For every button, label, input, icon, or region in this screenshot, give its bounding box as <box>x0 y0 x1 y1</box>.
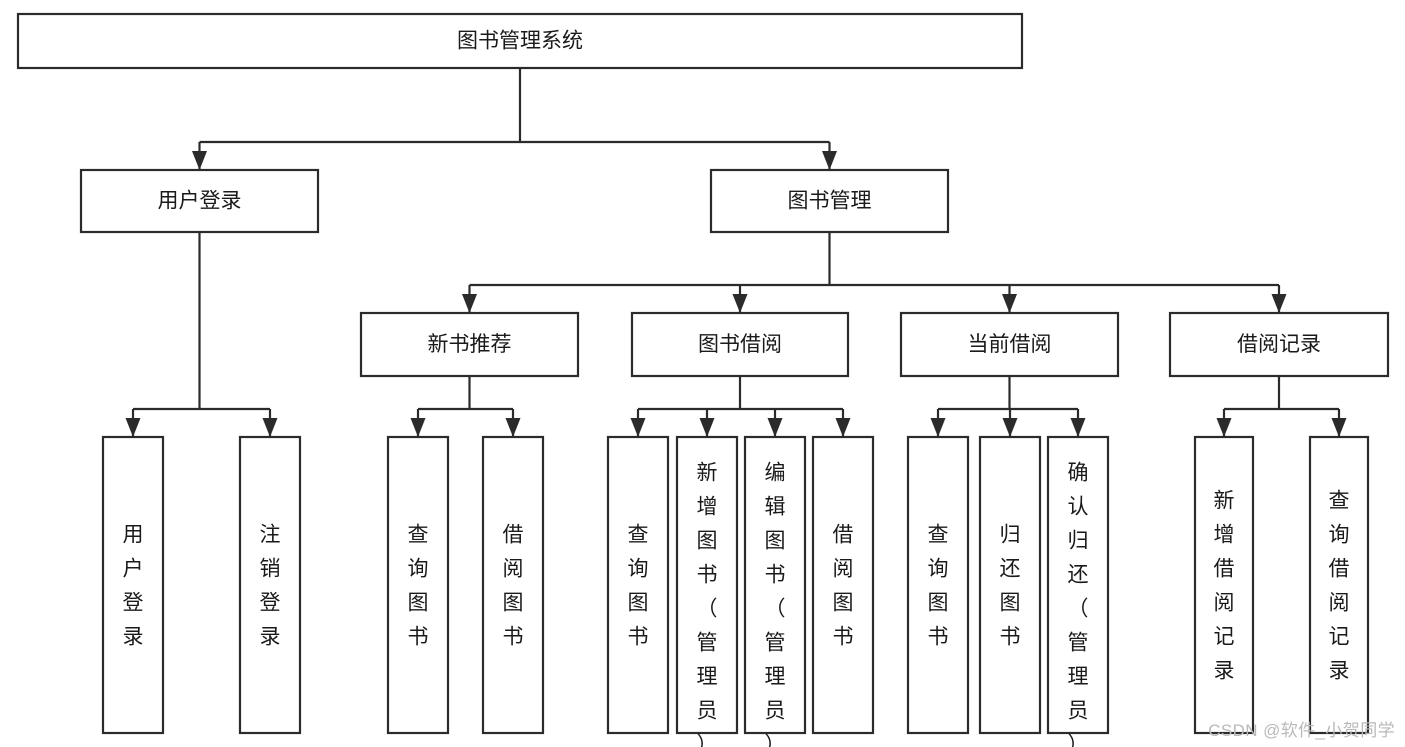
node-leaf-borrow-book-1[interactable]: 借阅图书 <box>481 435 545 735</box>
arrow-head-icon <box>262 418 278 437</box>
connector-layer <box>125 68 1347 437</box>
arrow-head-icon <box>125 418 141 437</box>
node-leaf-add-record[interactable]: 新增借阅记录 <box>1193 435 1255 735</box>
node-box[interactable] <box>1308 435 1370 735</box>
node-box[interactable] <box>811 435 875 735</box>
node-box[interactable] <box>906 435 970 735</box>
node-borrow-record[interactable]: 借阅记录 <box>1168 311 1390 378</box>
node-label: 借阅图书 <box>833 523 854 648</box>
arrow-head-icon <box>732 294 748 313</box>
node-label: 确认归还（管理员） <box>1068 461 1089 747</box>
node-box[interactable] <box>238 435 302 735</box>
node-label: 新增图书（管理员） <box>697 461 718 747</box>
arrow-head-icon <box>1216 418 1232 437</box>
arrow-head-icon <box>1002 418 1018 437</box>
node-label: 查询图书 <box>928 523 949 648</box>
node-box[interactable] <box>1046 435 1110 735</box>
arrow-head-icon <box>410 418 426 437</box>
arrow-head-icon <box>630 418 646 437</box>
node-label: 当前借阅 <box>968 333 1052 356</box>
arrow-head-icon <box>1331 418 1347 437</box>
node-leaf-query-book-2[interactable]: 查询图书 <box>606 435 670 735</box>
node-leaf-query-book-1[interactable]: 查询图书 <box>386 435 450 735</box>
node-leaf-borrow-book-2[interactable]: 借阅图书 <box>811 435 875 735</box>
node-new-book-recommend[interactable]: 新书推荐 <box>359 311 580 378</box>
node-layer: 图书管理系统用户登录图书管理新书推荐图书借阅当前借阅借阅记录用户登录注销登录查询… <box>16 12 1390 747</box>
node-leaf-query-record[interactable]: 查询借阅记录 <box>1308 435 1370 735</box>
node-label: 用户登录 <box>158 190 242 213</box>
arrow-head-icon <box>767 418 783 437</box>
arrow-head-icon <box>835 418 851 437</box>
node-label: 归还图书 <box>1000 523 1021 648</box>
node-leaf-add-book[interactable]: 新增图书（管理员） <box>675 435 739 747</box>
node-box[interactable] <box>386 435 450 735</box>
node-box[interactable] <box>675 435 739 735</box>
node-label: 图书管理系统 <box>457 30 583 53</box>
node-label: 图书管理 <box>788 190 872 213</box>
node-label: 借阅图书 <box>503 523 524 648</box>
node-box[interactable] <box>606 435 670 735</box>
node-label: 查询图书 <box>628 523 649 648</box>
node-box[interactable] <box>899 311 1120 378</box>
node-label: 图书借阅 <box>698 333 782 356</box>
node-box[interactable] <box>709 168 950 234</box>
node-book-borrow[interactable]: 图书借阅 <box>630 311 850 378</box>
arrow-head-icon <box>699 418 715 437</box>
node-box[interactable] <box>359 311 580 378</box>
arrow-head-icon <box>462 294 477 313</box>
node-box[interactable] <box>630 311 850 378</box>
arrow-head-icon <box>1271 294 1287 313</box>
node-box[interactable] <box>743 435 807 735</box>
node-box[interactable] <box>16 12 1024 70</box>
node-box[interactable] <box>1193 435 1255 735</box>
arrow-head-icon <box>1002 294 1017 313</box>
arrow-head-icon <box>822 151 837 170</box>
node-leaf-query-book-3[interactable]: 查询图书 <box>906 435 970 735</box>
node-leaf-confirm-return[interactable]: 确认归还（管理员） <box>1046 435 1110 747</box>
watermark-label: CSDN @软件_小贺同学 <box>1208 721 1395 740</box>
arrow-head-icon <box>930 418 946 437</box>
node-root-图书管理系统[interactable]: 图书管理系统 <box>16 12 1024 70</box>
node-box[interactable] <box>978 435 1042 735</box>
node-label: 新书推荐 <box>428 333 512 356</box>
node-label: 查询借阅记录 <box>1329 489 1350 682</box>
node-leaf-edit-book[interactable]: 编辑图书（管理员） <box>743 435 807 747</box>
node-label: 新增借阅记录 <box>1214 489 1235 682</box>
node-label: 注销登录 <box>260 523 281 648</box>
node-book-manage[interactable]: 图书管理 <box>709 168 950 234</box>
node-current-borrow[interactable]: 当前借阅 <box>899 311 1120 378</box>
node-leaf-user-login[interactable]: 用户登录 <box>101 435 165 735</box>
arrow-head-icon <box>192 151 207 170</box>
node-box[interactable] <box>101 435 165 735</box>
node-leaf-logout[interactable]: 注销登录 <box>238 435 302 735</box>
node-label: 查询图书 <box>408 523 429 648</box>
node-label: 编辑图书（管理员） <box>765 461 786 747</box>
node-box[interactable] <box>1168 311 1390 378</box>
node-box[interactable] <box>481 435 545 735</box>
node-user-login[interactable]: 用户登录 <box>79 168 320 234</box>
node-box[interactable] <box>79 168 320 234</box>
node-label: 借阅记录 <box>1237 333 1321 356</box>
arrow-head-icon <box>505 418 521 437</box>
node-leaf-return-book[interactable]: 归还图书 <box>978 435 1042 735</box>
arrow-head-icon <box>1070 418 1086 437</box>
node-label: 用户登录 <box>123 523 144 648</box>
